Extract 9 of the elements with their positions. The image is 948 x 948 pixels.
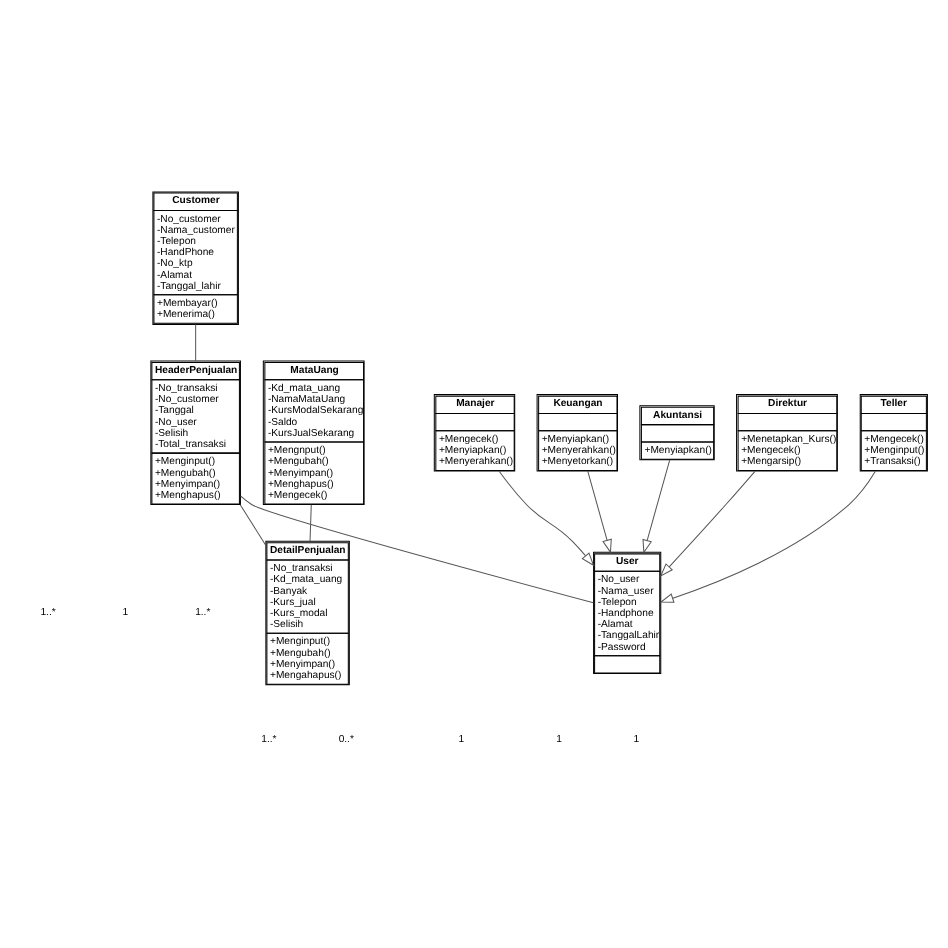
arrow	[587, 469, 612, 553]
connector	[239, 503, 267, 545]
connector	[309, 503, 312, 541]
connector	[195, 322, 197, 361]
connector	[240, 494, 594, 603]
arrow	[498, 469, 595, 566]
arrow	[659, 469, 876, 602]
arrow	[642, 458, 671, 553]
arrow	[659, 469, 756, 576]
